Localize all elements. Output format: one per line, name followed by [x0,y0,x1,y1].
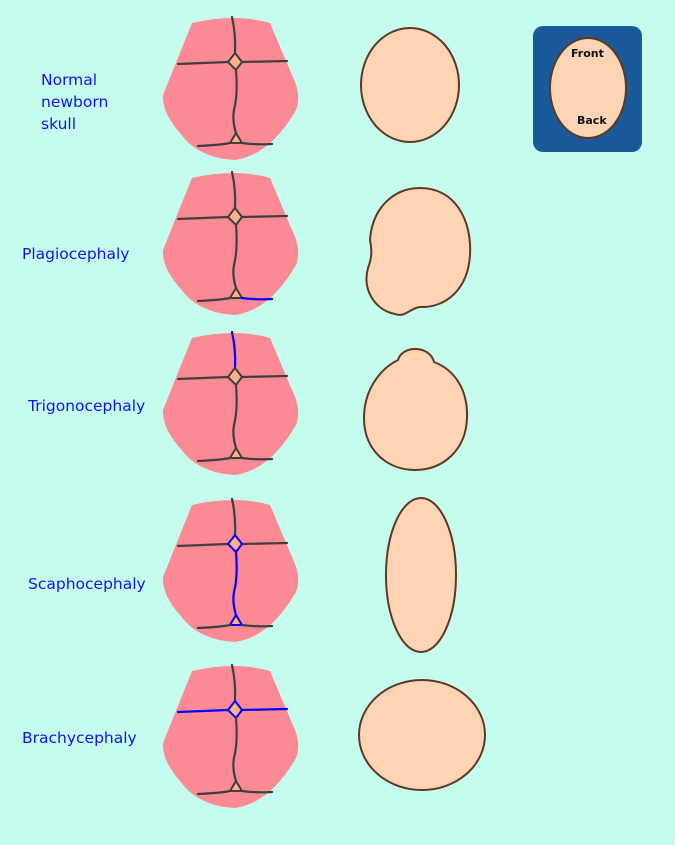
right-coronal-suture [240,214,289,219]
left-lambdoid-suture [196,296,232,303]
right-lambdoid-suture [240,296,274,301]
label-scaphocephaly: Scaphocephaly [28,575,146,593]
head-trigonocephaly [362,348,469,472]
skull-1 [162,15,299,160]
left-lambdoid-suture [196,456,232,463]
posterior-fontanelle [228,613,244,626]
posterior-fontanelle [228,286,244,299]
label-plagiocephaly: Plagiocephaly [22,245,130,263]
right-lambdoid-suture [240,456,274,461]
label-trigonocephaly: Trigonocephaly [28,397,146,415]
left-coronal-suture [176,375,230,381]
right-coronal-suture [240,59,289,64]
legend-head [549,37,627,139]
head-plagiocephaly [365,186,472,316]
legend-front: Front [571,47,604,60]
metopic-suture [230,663,237,703]
right-lambdoid-suture [240,623,274,628]
metopic-suture [230,15,237,55]
right-lambdoid-suture [240,789,274,794]
right-coronal-suture [240,707,289,712]
metopic-suture [230,170,237,210]
left-coronal-suture [176,708,230,714]
legend-back: Back [577,114,607,127]
right-coronal-suture [240,541,289,546]
sagittal-suture [232,550,238,617]
metopic-suture [230,497,237,537]
left-lambdoid-suture [196,141,232,148]
posterior-fontanelle [228,446,244,459]
sagittal-suture [232,383,238,450]
skull-outline [162,333,299,475]
posterior-fontanelle [228,131,244,144]
metopic-suture [230,330,237,370]
skull-outline [162,173,299,315]
label-normal: Normal newborn skull [41,71,109,133]
skull-4 [162,497,299,642]
left-lambdoid-suture [196,623,232,630]
skull-3 [162,330,299,475]
head-normal [360,27,460,143]
sagittal-suture [232,716,238,783]
orientation-legend: Front Back [533,26,642,152]
skull-outline [162,500,299,642]
head-scaphocephaly [385,497,457,653]
left-lambdoid-suture [196,789,232,796]
skull-5 [162,663,299,808]
left-coronal-suture [176,542,230,548]
sagittal-suture [232,68,238,135]
sagittal-suture [232,223,238,290]
posterior-fontanelle [228,779,244,792]
head-brachycephaly [358,679,486,791]
skull-outline [162,666,299,808]
right-coronal-suture [240,374,289,379]
left-coronal-suture [176,215,230,221]
left-coronal-suture [176,60,230,66]
label-brachycephaly: Brachycephaly [22,729,137,747]
skull-outline [162,18,299,160]
right-lambdoid-suture [240,141,274,146]
head-shapes [358,27,486,791]
skull-2 [162,170,299,315]
